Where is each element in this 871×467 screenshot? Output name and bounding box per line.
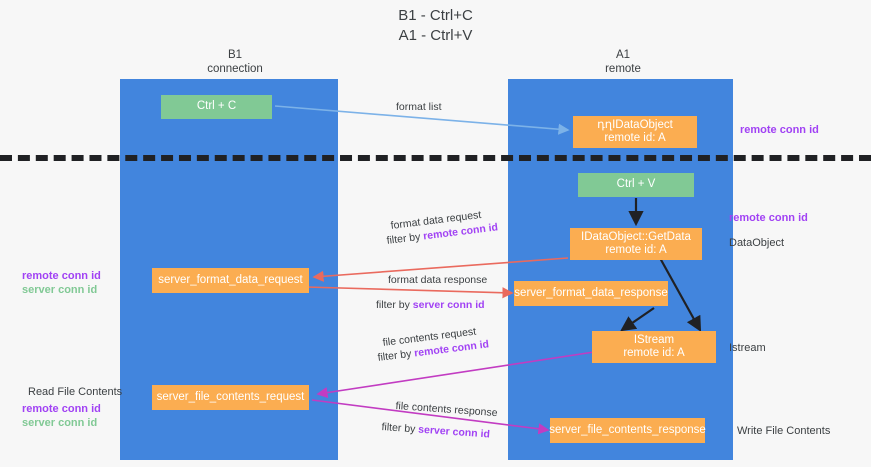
box-idataobject-line2: remote id: A <box>604 132 666 144</box>
column-header-b1: B1 connection <box>120 48 350 76</box>
filter-prefix-1: filter by <box>386 230 424 247</box>
box-server-file-contents-request[interactable]: server_file_contents_request <box>152 385 309 410</box>
label-right-dataobject: DataObject <box>729 237 785 249</box>
box-idataobject-remote[interactable]: դղIDataObject remote id: A <box>573 116 697 148</box>
box-server-format-data-response[interactable]: server_format_data_response <box>514 281 668 306</box>
box-getdata-line2: remote id: A <box>605 244 667 256</box>
annotation-format-data-response-filter: filter by server conn id <box>376 299 485 312</box>
label-left-server-conn-id-2: server conn id <box>22 417 98 429</box>
box-server-file-contents-response[interactable]: server_file_contents_response <box>549 418 706 443</box>
label-left-remote-conn-id: remote conn id <box>22 270 101 282</box>
column-a1-name: A1 <box>615 49 631 61</box>
label-right-remote-conn-id-top: remote conn id <box>740 124 819 136</box>
page-title: B1 - Ctrl+C A1 - Ctrl+V <box>0 6 871 46</box>
label-right-write-file-contents: Write File Contents <box>737 425 831 437</box>
column-b1-role: connection <box>207 63 263 75</box>
title-line-2: A1 - Ctrl+V <box>398 27 473 44</box>
label-left-server-conn-id: server conn id <box>22 284 98 296</box>
phase-divider <box>0 155 871 161</box>
column-a1-role: remote <box>605 63 641 75</box>
annotation-format-list: format list <box>396 101 442 113</box>
box-ctrl-v[interactable]: Ctrl + V <box>578 173 694 197</box>
filter-prefix-2: filter by <box>376 299 413 311</box>
box-ctrl-c[interactable]: Ctrl + C <box>161 95 272 119</box>
label-right-remote-conn-id-mid: remote conn id <box>729 212 808 224</box>
label-left-remote-conn-id-2: remote conn id <box>22 403 101 415</box>
column-header-a1: A1 remote <box>508 48 738 76</box>
label-right-istream: Istream <box>729 342 766 354</box>
filter-key-server-conn-id-1: server conn id <box>412 299 485 311</box>
box-getdata[interactable]: IDataObject::GetData remote id: A <box>570 228 702 260</box>
annotation-file-contents-response: file contents response <box>395 400 498 420</box>
box-server-format-data-request[interactable]: server_format_data_request <box>152 268 309 293</box>
annotation-file-contents-response-filter: filter by server conn id <box>381 421 490 442</box>
box-idataobject-line1: դղIDataObject <box>597 118 673 131</box>
label-left-read-file-contents: Read File Contents <box>28 386 123 398</box>
column-b1-name: B1 <box>227 49 243 61</box>
filter-prefix-4: filter by <box>381 421 419 436</box>
annotation-format-data-response: format data response <box>388 274 488 286</box>
box-getdata-line1: IDataObject::GetData <box>581 230 691 243</box>
box-istream[interactable]: IStream remote id: A <box>592 331 716 363</box>
filter-key-server-conn-id-2: server conn id <box>417 423 491 441</box>
box-istream-line2: remote id: A <box>623 347 685 359</box>
box-istream-line1: IStream <box>633 333 675 346</box>
title-line-1: B1 - Ctrl+C <box>398 7 473 24</box>
